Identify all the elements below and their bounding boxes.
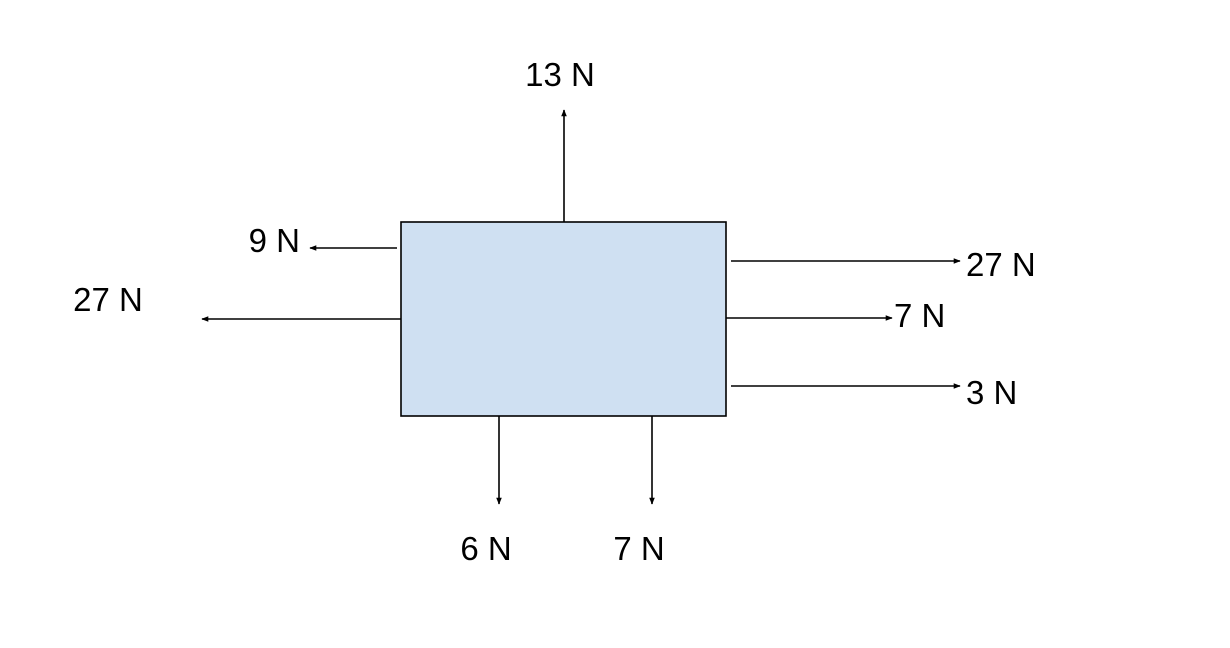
force-right-3: 3 N bbox=[731, 374, 1017, 411]
force-label-down-6: 6 N bbox=[460, 530, 511, 567]
force-down-6: 6 N bbox=[460, 416, 512, 567]
force-label-left-9: 9 N bbox=[249, 222, 300, 259]
force-left-27: 27 N bbox=[73, 281, 401, 322]
force-label-right-3: 3 N bbox=[966, 374, 1017, 411]
force-label-left-27: 27 N bbox=[73, 281, 143, 318]
force-up-13: 13 N bbox=[525, 56, 595, 222]
block bbox=[400, 221, 727, 417]
force-right-27: 27 N bbox=[731, 246, 1036, 283]
force-label-down-7: 7 N bbox=[613, 530, 664, 567]
force-down-7: 7 N bbox=[613, 416, 665, 567]
force-label-up-13: 13 N bbox=[525, 56, 595, 93]
force-label-right-7: 7 N bbox=[894, 297, 945, 334]
force-right-7: 7 N bbox=[726, 297, 945, 334]
force-left-9: 9 N bbox=[249, 222, 397, 259]
force-label-right-27: 27 N bbox=[966, 246, 1036, 283]
